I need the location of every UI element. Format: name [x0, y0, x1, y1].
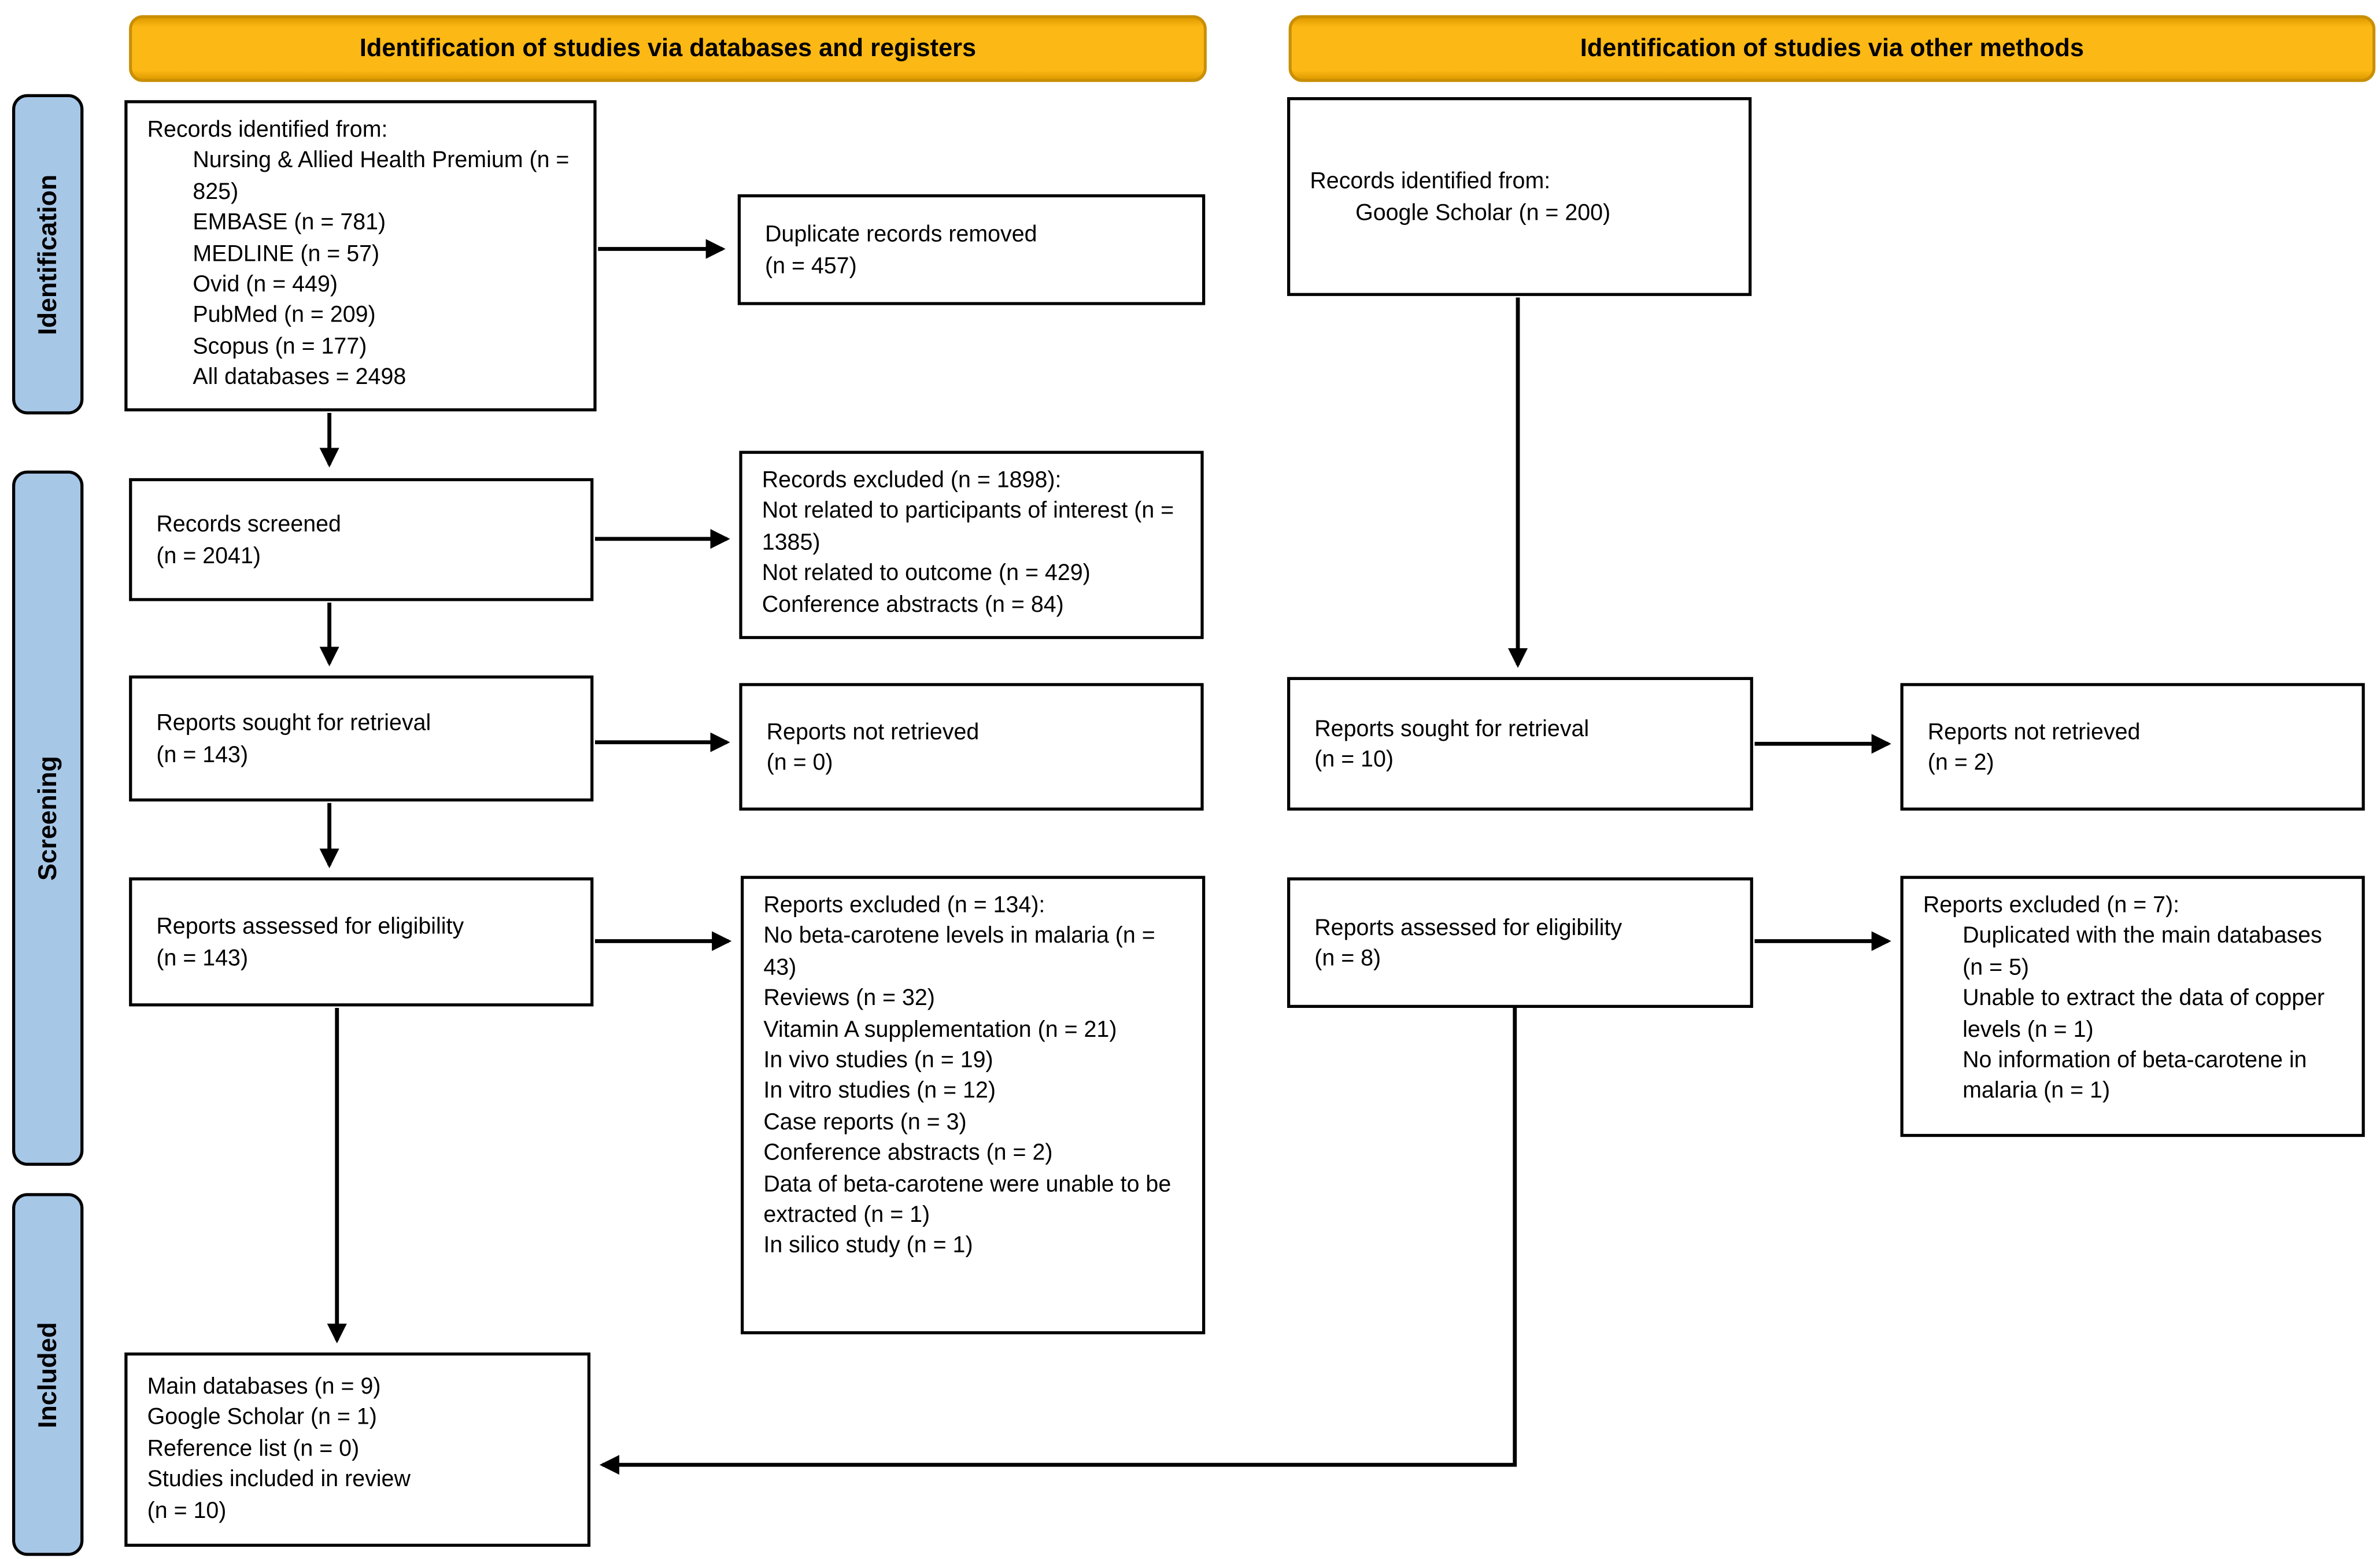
- reports-sought-right-box: Reports sought for retrieval (n = 10): [1287, 677, 1753, 811]
- exclusion-reason: In vitro studies (n = 12): [763, 1078, 996, 1104]
- box-line: Duplicate records removed: [765, 221, 1037, 248]
- box-line: Google Scholar (n = 1): [147, 1405, 377, 1431]
- database-item: All databases = 2498: [193, 364, 406, 390]
- box-line: (n = 143): [156, 741, 249, 767]
- box-line: Studies included in review: [147, 1466, 411, 1492]
- box-line: Reference list (n = 0): [147, 1435, 360, 1462]
- database-item: PubMed (n = 209): [193, 302, 376, 328]
- box-line: (n = 8): [1314, 945, 1381, 971]
- phase-bar-screening: Screening: [12, 470, 84, 1166]
- box-line: (n = 457): [765, 253, 857, 279]
- reports-not-retrieved-left-box: Reports not retrieved (n = 0): [739, 683, 1204, 811]
- exclusion-reason: Duplicated with the main databases (n = …: [1963, 923, 2322, 981]
- exclusion-reason: In vivo studies (n = 19): [763, 1047, 993, 1073]
- box-title: Reports excluded (n = 134):: [763, 892, 1045, 919]
- box-line: (n = 143): [156, 945, 249, 971]
- reports-assessed-left-box: Reports assessed for eligibility (n = 14…: [129, 877, 594, 1007]
- exclusion-reason: Not related to outcome (n = 429): [762, 560, 1091, 586]
- database-item: MEDLINE (n = 57): [193, 241, 380, 267]
- studies-included-box: Main databases (n = 9) Google Scholar (n…: [124, 1352, 591, 1547]
- exclusion-reason: No information of beta-carotene in malar…: [1963, 1047, 2307, 1104]
- box-line: Records screened: [156, 511, 341, 538]
- database-item: Scopus (n = 177): [193, 333, 367, 360]
- exclusion-reason: No beta-carotene levels in malaria (n = …: [763, 923, 1155, 981]
- reports-assessed-right-box: Reports assessed for eligibility (n = 8): [1287, 877, 1753, 1008]
- exclusion-reason: Unable to extract the data of copper lev…: [1963, 985, 2325, 1043]
- exclusion-reason: Vitamin A supplementation (n = 21): [763, 1016, 1117, 1043]
- box-line: (n = 2041): [156, 542, 261, 569]
- phase-included-label: Included: [32, 1321, 62, 1428]
- phase-bar-identification: Identification: [12, 94, 84, 415]
- exclusion-reason: Not related to participants of interest …: [762, 498, 1174, 556]
- box-line: Reports not retrieved: [1927, 719, 2141, 745]
- box-title: Reports excluded (n = 7):: [1923, 892, 2180, 919]
- phase-screening-label: Screening: [32, 755, 62, 881]
- box-line: Reports assessed for eligibility: [156, 914, 464, 940]
- box-line: Reports assessed for eligibility: [1314, 914, 1623, 941]
- database-item: Nursing & Allied Health Premium (n = 825…: [193, 147, 570, 205]
- reports-excluded-left-box: Reports excluded (n = 134): No beta-caro…: [741, 875, 1206, 1335]
- box-line: Main databases (n = 9): [147, 1373, 381, 1400]
- phase-identification-label: Identification: [32, 173, 62, 335]
- records-excluded-box: Records excluded (n = 1898): Not related…: [739, 450, 1204, 640]
- box-line: Reports not retrieved: [766, 719, 980, 745]
- box-line: (n = 10): [147, 1497, 227, 1524]
- exclusion-reason: Conference abstracts (n = 2): [763, 1140, 1053, 1166]
- header-databases-label: Identification of studies via databases …: [359, 34, 977, 62]
- exclusion-reason: Reviews (n = 32): [763, 985, 935, 1011]
- header-other-methods: Identification of studies via other meth…: [1288, 15, 2376, 82]
- box-title: Records identified from:: [1310, 168, 1551, 195]
- box-line: (n = 10): [1314, 747, 1394, 773]
- database-item: Google Scholar (n = 200): [1355, 200, 1611, 226]
- duplicate-records-removed-box: Duplicate records removed (n = 457): [737, 194, 1206, 305]
- exclusion-reason: In silico study (n = 1): [763, 1233, 973, 1259]
- records-identified-other-box: Records identified from: Google Scholar …: [1287, 97, 1752, 296]
- header-databases-registers: Identification of studies via databases …: [129, 15, 1207, 82]
- box-line: (n = 2): [1927, 749, 1994, 776]
- phase-bar-included: Included: [12, 1193, 84, 1556]
- header-other-label: Identification of studies via other meth…: [1580, 34, 2084, 62]
- reports-not-retrieved-right-box: Reports not retrieved (n = 2): [1900, 683, 2365, 811]
- database-item: EMBASE (n = 781): [193, 209, 386, 236]
- exclusion-reason: Case reports (n = 3): [763, 1109, 967, 1135]
- box-title: Records excluded (n = 1898):: [762, 467, 1062, 494]
- exclusion-reason: Data of beta-carotene were unable to be …: [763, 1171, 1171, 1228]
- reports-excluded-right-box: Reports excluded (n = 7): Duplicated wit…: [1900, 875, 2365, 1137]
- box-line: Reports sought for retrieval: [156, 710, 431, 737]
- database-item: Ovid (n = 449): [193, 271, 338, 298]
- reports-sought-left-box: Reports sought for retrieval (n = 143): [129, 675, 594, 801]
- box-line: (n = 0): [766, 749, 833, 776]
- records-identified-databases-box: Records identified from: Nursing & Allie…: [124, 100, 597, 412]
- records-screened-box: Records screened (n = 2041): [129, 478, 594, 601]
- exclusion-reason: Conference abstracts (n = 84): [762, 591, 1064, 618]
- box-title: Records identified from:: [147, 117, 388, 143]
- box-line: Reports sought for retrieval: [1314, 715, 1590, 742]
